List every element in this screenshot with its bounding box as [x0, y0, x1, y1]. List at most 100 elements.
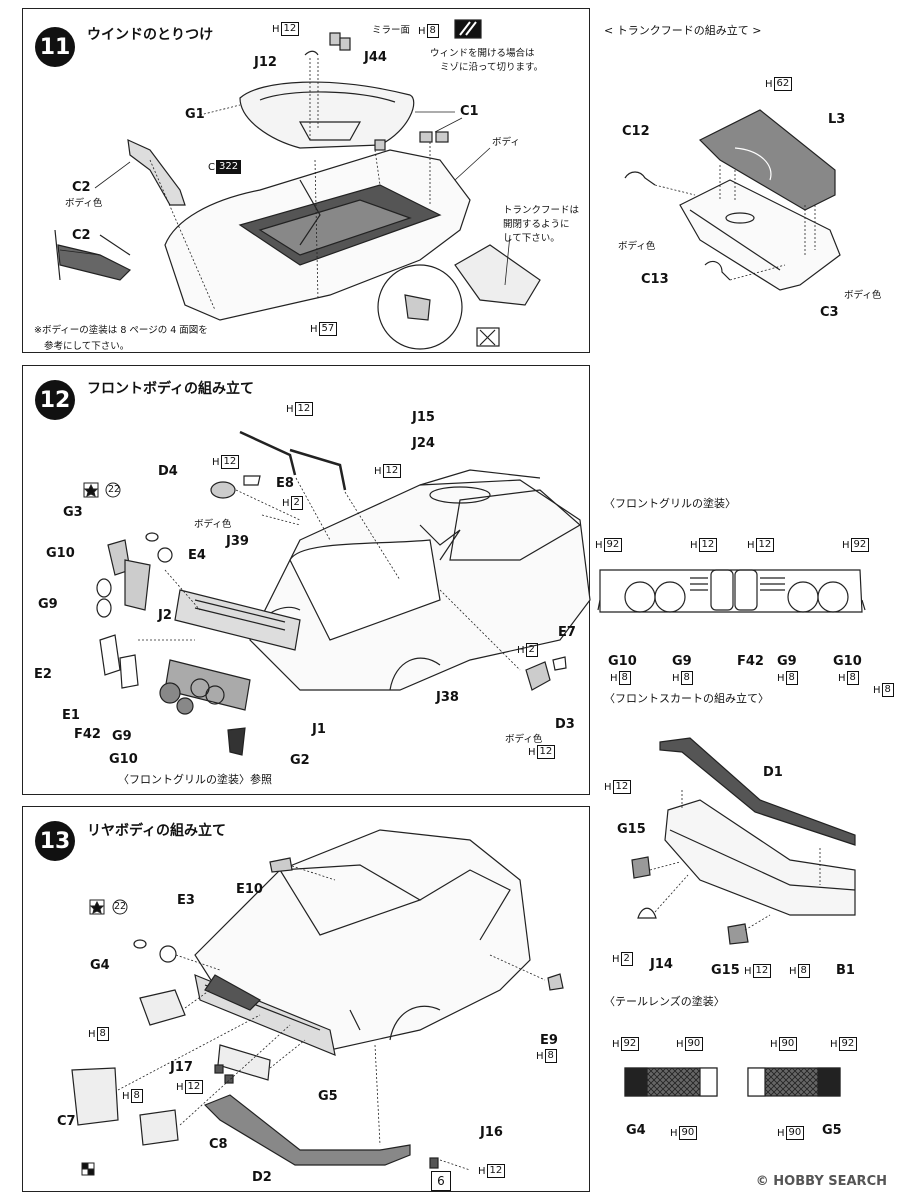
label-J17: J17: [170, 1060, 193, 1075]
label-G10-grille: G10: [109, 752, 138, 767]
grille-label-G10: G10: [608, 654, 637, 669]
label-C1: C1: [460, 104, 479, 119]
note-body: ボディ: [492, 137, 520, 148]
trunk-header: < トランクフードの組み立て >: [604, 24, 762, 37]
skirt-label-G15: G15: [617, 822, 646, 837]
skirt-label-J14: J14: [650, 957, 673, 972]
label-E4: E4: [188, 548, 206, 563]
skirt-label-B1: B1: [836, 963, 855, 978]
star-22: 22: [108, 484, 121, 495]
note-footnote-1: ※ボディーの塗装は 8 ページの 4 面図を: [34, 325, 208, 336]
note-mirror-face: ミラー面: [372, 25, 411, 36]
note-bodycolor-d4: ボディ色: [194, 519, 232, 530]
tail-header: 〈テールレンズの塗装〉: [604, 995, 725, 1008]
skirt-label-G15-bottom: G15: [711, 963, 740, 978]
label-D2: D2: [252, 1170, 272, 1185]
grille-label-G10-right: G10: [833, 654, 862, 669]
tail-label-G5: G5: [822, 1123, 842, 1138]
label-J39: J39: [226, 534, 249, 549]
skirt-label-D1: D1: [763, 765, 783, 780]
grille-label-G9: G9: [672, 654, 692, 669]
note-window-1: ウィンドを開ける場合は: [430, 48, 535, 59]
note-trunk-2: 開閉するように: [503, 219, 570, 230]
label-D4: D4: [158, 464, 178, 479]
label-J2: J2: [158, 608, 172, 623]
label-J24: J24: [412, 436, 435, 451]
label-J44: J44: [364, 50, 387, 65]
label-G1: G1: [185, 107, 205, 122]
label-G4: G4: [90, 958, 110, 973]
step11-number: 11: [35, 27, 75, 67]
note-bodycolor-d3: ボディ色: [505, 734, 543, 745]
grille-label-G9-right: G9: [777, 654, 797, 669]
note-window-2: ミゾに沿って切ります。: [440, 62, 544, 73]
label-J12: J12: [254, 55, 277, 70]
label-C8: C8: [209, 1137, 228, 1152]
label-C2-bottom: C2: [72, 228, 91, 243]
grille-header: 〈フロントグリルの塗装〉: [604, 497, 736, 510]
page-number: 6: [431, 1171, 451, 1191]
step11-title: ウインドのとりつけ: [87, 27, 214, 43]
note-footnote-2: 参考にして下さい。: [44, 341, 130, 352]
note-grille-ref: 〈フロントグリルの塗装〉参照: [118, 773, 272, 786]
label-G9: G9: [38, 597, 58, 612]
label-G10: G10: [46, 546, 75, 561]
label-J1: J1: [312, 722, 326, 737]
step13-number: 13: [35, 821, 75, 861]
label-F42: F42: [74, 727, 101, 742]
skirt-header: 〈フロントスカートの組み立て〉: [604, 692, 769, 705]
label-C13: C13: [641, 272, 669, 287]
label-L3: L3: [828, 112, 846, 127]
label-C2-top: C2: [72, 180, 91, 195]
label-G2: G2: [290, 753, 310, 768]
note-bodycolor-c2: ボディ色: [65, 198, 103, 209]
note-trunk-1: トランクフードは: [503, 205, 580, 216]
note-bodycolor-c12: ボディ色: [618, 241, 656, 252]
label-G9-grille: G9: [112, 729, 132, 744]
note-bodycolor-c3: ボディ色: [844, 290, 882, 301]
label-J38: J38: [436, 690, 459, 705]
label-C12: C12: [622, 124, 650, 139]
step12-title: フロントボディの組み立て: [87, 381, 255, 397]
label-E1: E1: [62, 708, 80, 723]
label-E3: E3: [177, 893, 195, 908]
label-C7: C7: [57, 1114, 76, 1129]
step13-title: リヤボディの組み立て: [87, 823, 227, 839]
label-J15: J15: [412, 410, 435, 425]
label-E8: E8: [276, 476, 294, 491]
label-G3: G3: [63, 505, 83, 520]
grille-label-F42: F42: [737, 654, 764, 669]
